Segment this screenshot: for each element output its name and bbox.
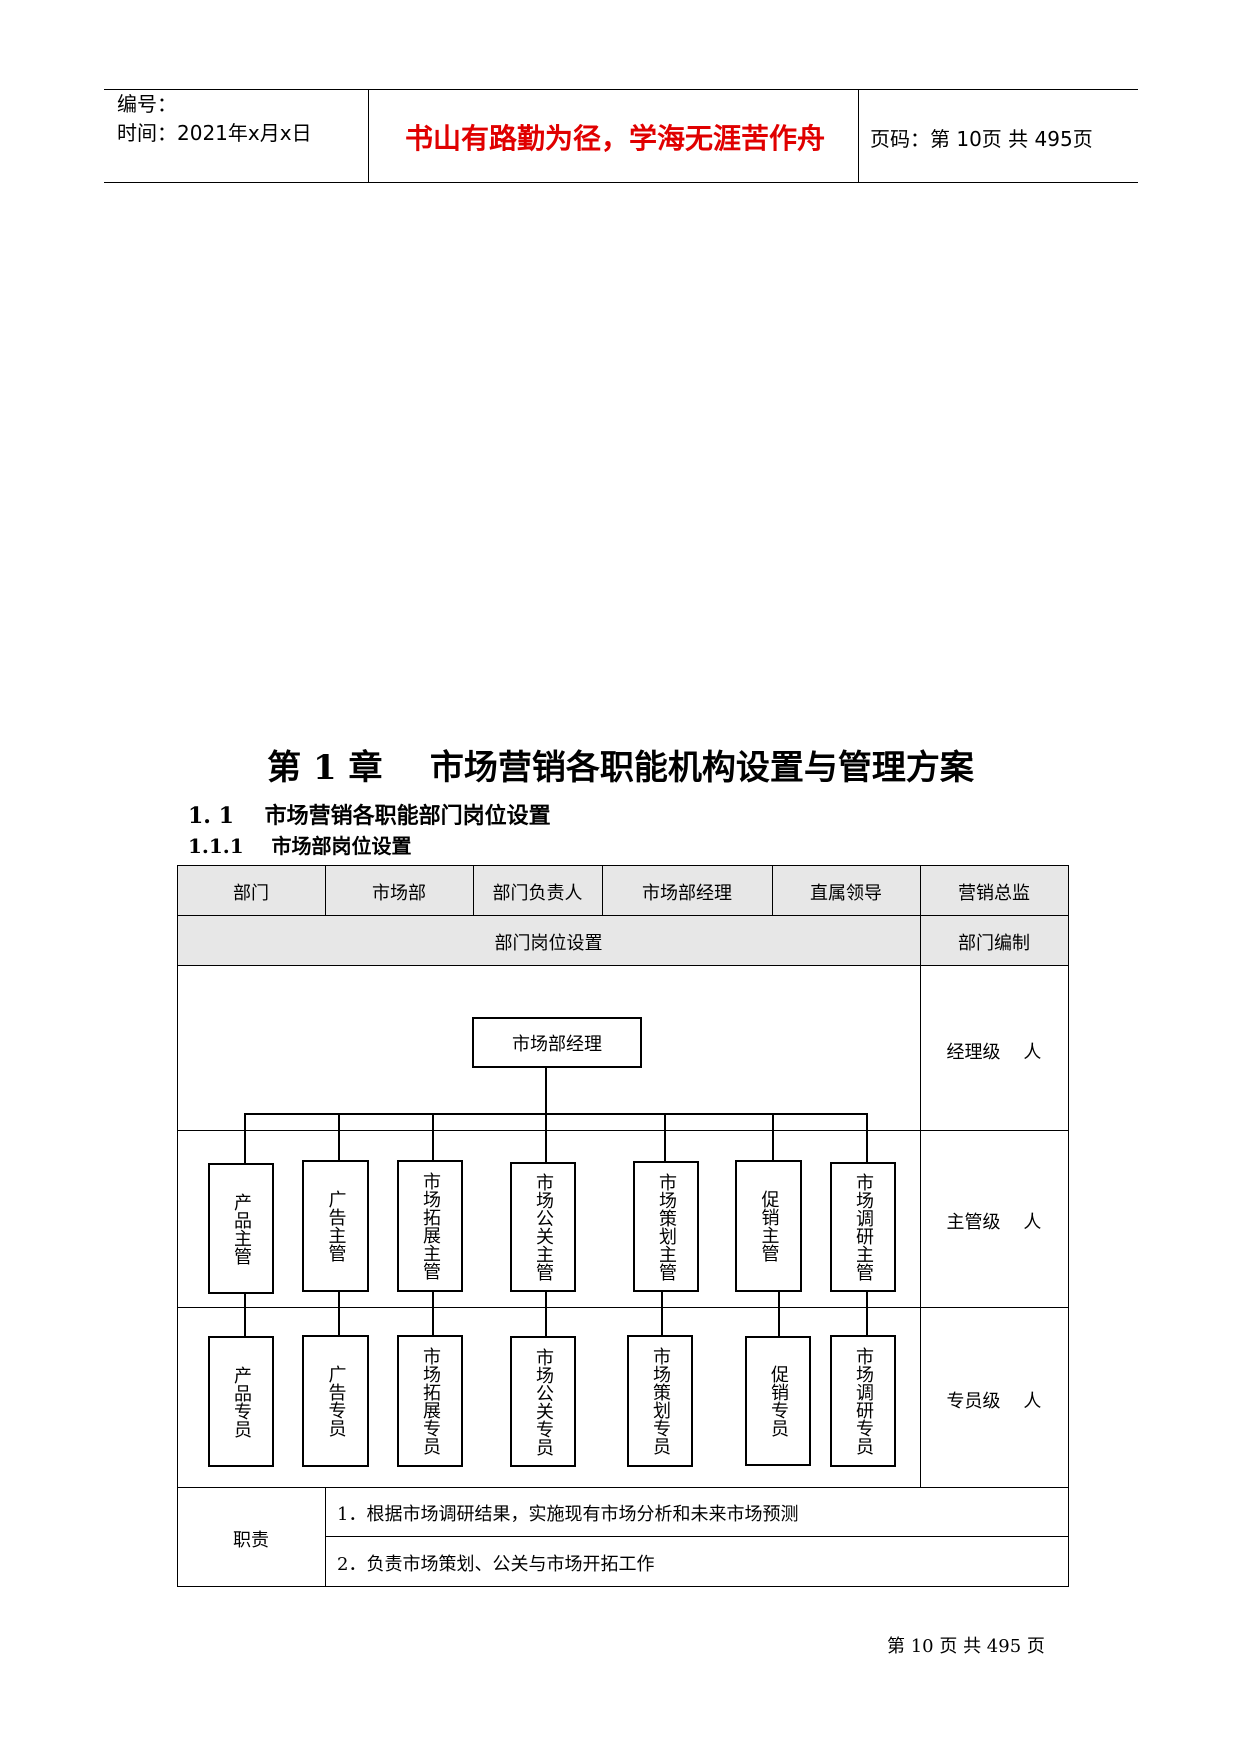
org-node-specialist: 市场拓展专员 [397,1335,463,1467]
org-node-supervisor: 市场公关主管 [510,1162,576,1292]
level-supervisor: 主管级 人 [946,1212,1042,1233]
table-border [325,865,326,915]
table-border [473,865,474,915]
org-node-specialist: 市场调研专员 [830,1335,896,1467]
org-node-supervisor: 市场拓展主管 [397,1160,463,1292]
header-bottom-rule [104,182,1138,183]
table-border [177,915,1069,916]
org-node-supervisor: 促销主管 [735,1160,802,1292]
duty-item: 2．负责市场策划、公关与市场开拓工作 [337,1554,655,1575]
table-border [177,865,178,1587]
connector-line [338,1113,340,1160]
table-border [177,1586,1069,1587]
cell-dept-value: 市场部 [372,883,426,904]
org-node-label: 产品专员 [231,1365,252,1438]
table-border [177,1307,1069,1308]
header-top-rule [104,89,1138,90]
table-border [177,1487,1069,1488]
section-title: 1. 1 市场营销各职能部门岗位设置 [188,803,551,829]
duty-item: 1．根据市场调研结果，实施现有市场分析和未来市场预测 [337,1504,799,1525]
table-border [1068,865,1069,1587]
table-border [920,865,921,1488]
duties-label: 职责 [233,1530,269,1551]
connector-line [866,1290,868,1335]
cell-position-setting: 部门岗位设置 [494,933,603,954]
header-meta: 编号： 时间：2021年x月x日 [117,90,312,148]
table-border [325,1536,1069,1537]
org-node-label: 市场调研专员 [853,1347,874,1455]
org-node-specialist: 广告专员 [302,1335,369,1467]
connector-line [772,1113,774,1160]
header-page-number: 页码：第 10页 共 495页 [870,127,1093,151]
connector-line [432,1290,434,1335]
connector-line [244,1113,246,1163]
org-node-label: 市场部经理 [512,1033,602,1055]
header-time: 时间：2021年x月x日 [117,121,312,145]
cell-leader-value: 营销总监 [958,883,1030,904]
org-node-label: 广告专员 [325,1365,347,1437]
org-node-label: 促销主管 [758,1190,780,1262]
connector-line [664,1113,666,1161]
connector-line [545,1113,547,1162]
connector-line [244,1113,868,1115]
org-node-label: 广告主管 [325,1190,347,1262]
org-node-specialist: 促销专员 [745,1336,811,1466]
org-node-label: 市场公关专员 [533,1347,554,1456]
connector-line [244,1290,246,1336]
cell-leader-label: 直属领导 [810,883,882,904]
header-motto: 书山有路勤为径，学海无涯苦作舟 [404,122,825,155]
connector-line [545,1058,547,1114]
cell-head-value: 市场部经理 [642,883,732,904]
org-node-label: 产品主管 [231,1192,252,1265]
connector-line [432,1113,434,1160]
org-node-supervisor: 广告主管 [302,1160,369,1292]
org-node-label: 市场拓展专员 [420,1347,441,1455]
table-border [177,1130,1069,1131]
subsection-title: 1.1.1 市场部岗位设置 [188,834,412,858]
org-node-supervisor: 产品主管 [208,1163,274,1294]
cell-staff-quota: 部门编制 [958,933,1030,954]
table-border [177,865,1069,866]
connector-line [778,1290,780,1336]
connector-line [866,1113,868,1162]
connector-line [545,1290,547,1336]
org-node-label: 市场调研主管 [853,1173,874,1281]
connector-line [338,1290,340,1335]
org-node-supervisor: 市场策划主管 [633,1161,699,1292]
org-node-label: 市场策划主管 [656,1172,677,1281]
org-node-specialist: 市场策划专员 [627,1335,693,1467]
level-manager: 经理级 人 [946,1042,1042,1063]
table-border [772,865,773,915]
table-border [602,865,603,915]
cell-head-label: 部门负责人 [492,883,583,904]
org-node-label: 市场拓展主管 [420,1172,441,1280]
connector-line [661,1290,663,1335]
footer-page-number: 第 10 页 共 495 页 [887,1636,1045,1657]
org-node-supervisor: 市场调研主管 [830,1162,896,1292]
header-divider-left [368,89,369,183]
cell-dept-label: 部门 [233,883,269,904]
org-node-label: 促销专员 [768,1365,789,1437]
header-divider-right [858,89,859,183]
table-border [325,1487,326,1587]
header-number: 编号： [117,92,177,116]
chapter-title: 第 1 章 市场营销各职能机构设置与管理方案 [267,748,974,788]
org-node-specialist: 产品专员 [208,1336,274,1467]
org-node-label: 市场公关主管 [533,1173,554,1281]
table-border [177,965,1069,966]
org-node-specialist: 市场公关专员 [510,1336,576,1467]
level-specialist: 专员级 人 [946,1391,1042,1412]
org-node-label: 市场策划专员 [650,1347,671,1455]
org-node-manager: 市场部经理 [472,1017,642,1068]
